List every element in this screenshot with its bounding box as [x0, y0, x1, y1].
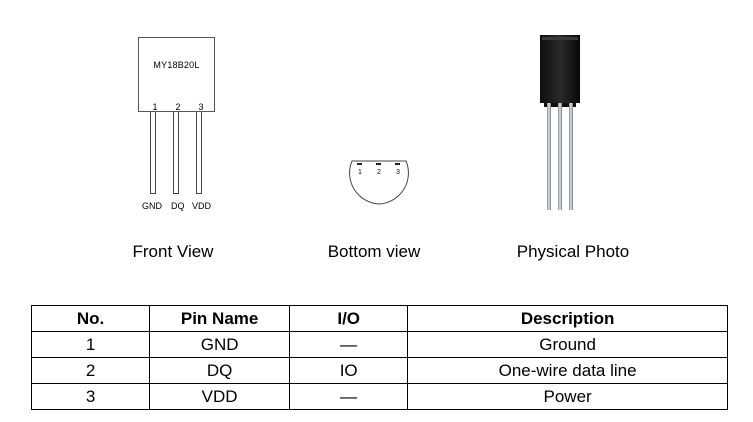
table-row: 3 VDD — Power — [30, 383, 728, 410]
front-pin-number-3: 3 — [198, 102, 204, 112]
cell-io: — — [289, 383, 409, 410]
header-io: I/O — [289, 305, 409, 332]
cell-no: 1 — [30, 331, 151, 358]
table-header-row: No. Pin Name I/O Description — [30, 305, 728, 332]
bottom-view-diagram: 1 2 3 — [340, 150, 420, 210]
header-description: Description — [407, 305, 728, 332]
cell-no: 2 — [30, 357, 151, 384]
component-photo-illustration — [540, 35, 580, 210]
front-lead-3 — [196, 112, 202, 194]
table-row: 2 DQ IO One-wire data line — [30, 357, 728, 384]
front-lead-2 — [173, 112, 179, 194]
front-lead-1 — [150, 112, 156, 194]
cell-io: — — [289, 331, 409, 358]
bottom-pin-mark-1 — [357, 163, 362, 165]
front-view-diagram: MY18B20L 1 2 3 GND DQ VDD — [120, 30, 240, 220]
bottom-pin-mark-3 — [395, 163, 400, 165]
cell-description: Ground — [407, 331, 728, 358]
header-pin-name: Pin Name — [149, 305, 291, 332]
table-row: 1 GND — Ground — [30, 331, 728, 358]
cell-pin-name: VDD — [149, 383, 291, 410]
to92-outline — [349, 160, 409, 205]
chip-label: MY18B20L — [153, 60, 200, 70]
bottom-pin-mark-2 — [376, 163, 381, 165]
caption-physical-photo: Physical Photo — [516, 242, 630, 261]
chip-body: MY18B20L 1 2 3 — [138, 37, 215, 112]
pin-table: No. Pin Name I/O Description 1 GND — Gro… — [30, 305, 728, 410]
cell-pin-name: DQ — [149, 357, 291, 384]
physical-photo — [525, 30, 595, 220]
lead-label-vdd: VDD — [192, 201, 212, 211]
cell-pin-name: GND — [149, 331, 291, 358]
bottom-pin-number-3: 3 — [396, 169, 400, 176]
caption-front-view: Front View — [132, 242, 214, 261]
cell-io: IO — [289, 357, 409, 384]
caption-bottom-view: Bottom view — [327, 242, 421, 261]
bottom-pin-number-1: 1 — [358, 169, 362, 176]
lead-label-dq: DQ — [171, 201, 185, 211]
cell-no: 3 — [30, 383, 151, 410]
cell-description: Power — [407, 383, 728, 410]
lead-label-gnd: GND — [142, 201, 162, 211]
front-pin-number-1: 1 — [152, 102, 158, 112]
cell-description: One-wire data line — [407, 357, 728, 384]
bottom-pin-number-2: 2 — [377, 169, 381, 176]
front-pin-number-2: 2 — [175, 102, 181, 112]
header-no: No. — [30, 305, 151, 332]
